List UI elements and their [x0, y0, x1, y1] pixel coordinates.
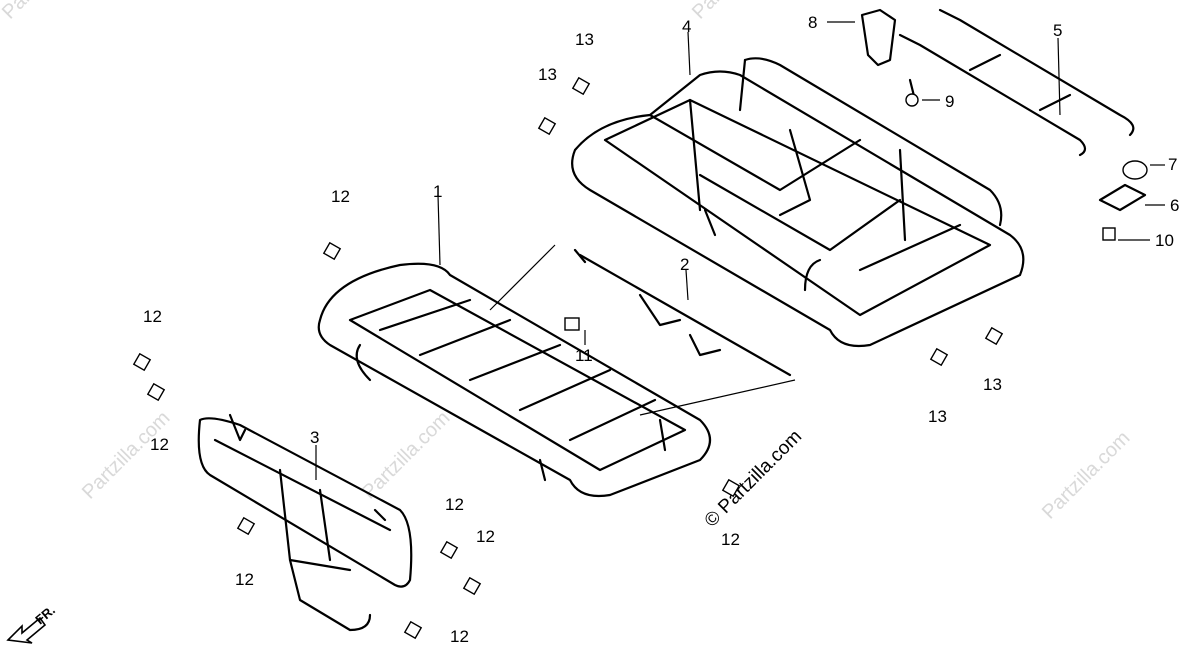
callout-5: 5 — [1053, 21, 1062, 40]
callout-9: 9 — [945, 92, 954, 111]
callout-12: 12 — [331, 187, 350, 206]
callout-7: 7 — [1168, 155, 1177, 174]
bumper-part-3 — [197, 413, 413, 632]
front-arrow-icon — [6, 616, 47, 644]
callout-12: 12 — [143, 307, 162, 326]
callout-13: 13 — [575, 30, 594, 49]
rear-carrier-part-4 — [571, 57, 1025, 348]
leader-lines — [315, 21, 1165, 480]
callout-13: 13 — [928, 407, 947, 426]
callout-3: 3 — [310, 428, 319, 447]
clamp-part-8 — [860, 8, 897, 67]
callout-12: 12 — [445, 495, 464, 514]
callouts: 1 2 3 4 5 6 7 8 9 10 11 12 12 12 12 12 1… — [143, 13, 1179, 646]
callout-12: 12 — [721, 530, 740, 549]
callout-12: 12 — [476, 527, 495, 546]
callout-1: 1 — [433, 182, 442, 201]
front-direction-indicator: FR. — [6, 602, 58, 644]
watermark: Partzilla.com — [78, 407, 175, 504]
callout-8: 8 — [808, 13, 817, 32]
watermark: Partzilla.com — [688, 0, 785, 24]
watermark: Partzilla.com — [1038, 427, 1135, 524]
bracket-part-5 — [898, 8, 1135, 157]
collar-part-7 — [1122, 160, 1148, 180]
bolt-part-11 — [564, 317, 580, 331]
callout-13: 13 — [983, 375, 1002, 394]
plate-part-6 — [1098, 183, 1147, 212]
bolts — [132, 76, 1004, 640]
watermark-layer: Partzilla.com Partzilla.com Partzilla.co… — [0, 0, 1134, 532]
callout-12: 12 — [150, 435, 169, 454]
callout-12: 12 — [450, 627, 469, 646]
center-watermark: © Partzilla.com — [701, 426, 806, 531]
callout-11: 11 — [575, 346, 593, 365]
callout-13: 13 — [538, 65, 557, 84]
front-carrier-part-1 — [317, 262, 712, 498]
callout-6: 6 — [1170, 196, 1179, 215]
rod-part-2 — [489, 244, 796, 416]
callout-2: 2 — [680, 255, 689, 274]
callout-10: 10 — [1155, 231, 1174, 250]
callout-4: 4 — [682, 17, 691, 36]
callout-12: 12 — [235, 570, 254, 589]
watermark: Partzilla.com — [358, 407, 455, 504]
watermark: Partzilla.com — [0, 0, 94, 24]
bolt-part-10 — [1102, 227, 1116, 241]
small-parts — [564, 8, 1148, 331]
